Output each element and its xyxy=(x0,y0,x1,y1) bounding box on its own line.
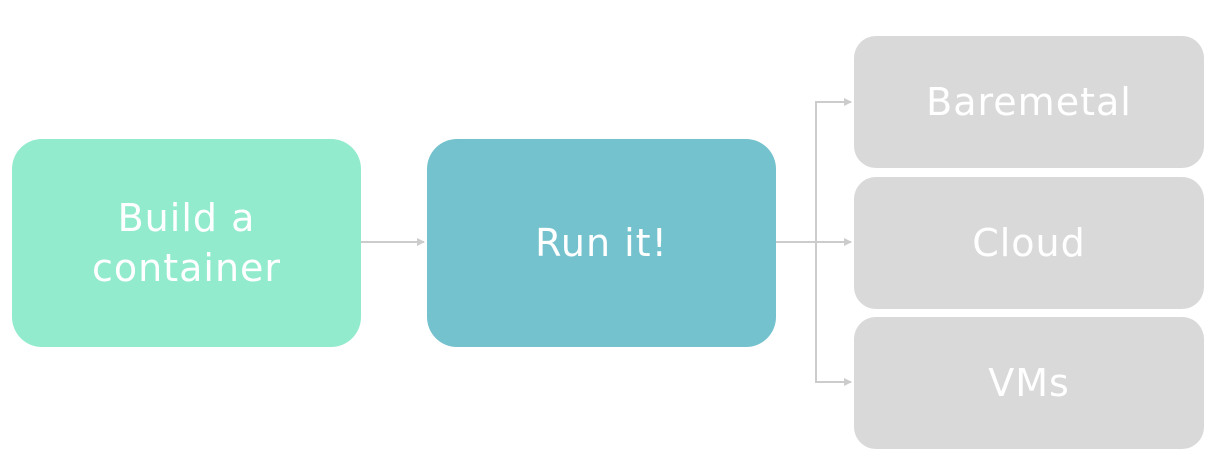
run-it-node: Run it! xyxy=(427,139,776,347)
baremetal-label: Baremetal xyxy=(926,80,1132,124)
baremetal-node: Baremetal xyxy=(854,36,1204,168)
build-container-node: Build a container xyxy=(12,139,361,347)
vms-node: VMs xyxy=(854,317,1204,449)
vms-label: VMs xyxy=(988,361,1070,405)
build-container-label: Build a container xyxy=(91,196,282,290)
cloud-node: Cloud xyxy=(854,177,1204,309)
cloud-label: Cloud xyxy=(972,221,1086,265)
run-it-label: Run it! xyxy=(535,221,668,265)
